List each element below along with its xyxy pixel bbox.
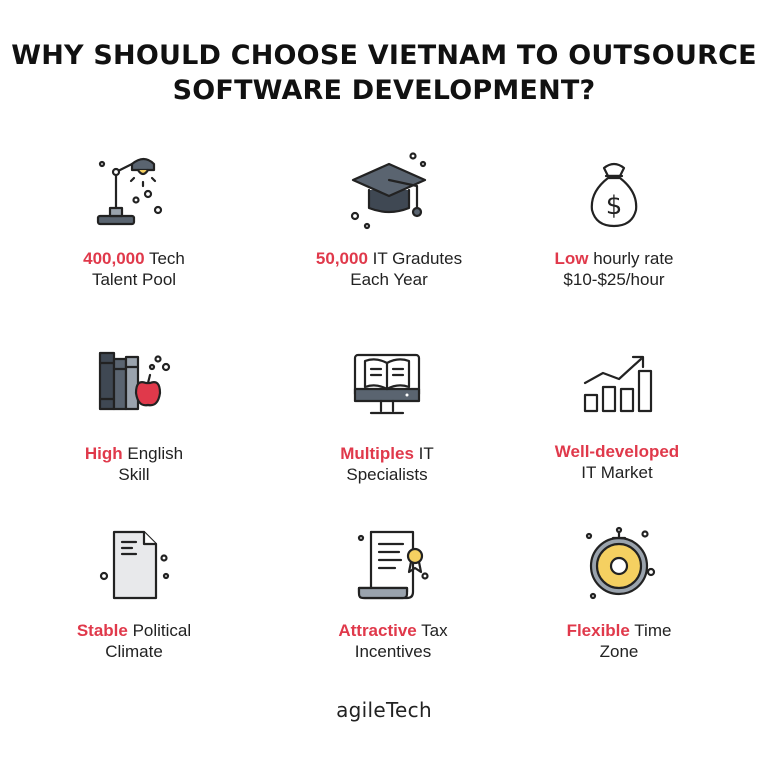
caption-highlight: Low [554,249,589,268]
certificate-scroll-icon [351,522,435,606]
caption-text: English [122,444,184,463]
caption-text: Tech [144,249,185,268]
caption-highlight: Attractive [338,621,417,640]
caption-line-2: Incentives [354,642,432,661]
caption-line-2: Zone [599,642,639,661]
clock-icon [577,522,661,606]
money-bag-icon: $ [572,150,656,234]
page-title: WHY SHOULD CHOOSE VIETNAM TO OUTSOURCE S… [0,38,768,108]
caption-text: IT [413,444,434,463]
caption-highlight: High [84,444,123,463]
brand-agile: agile [336,698,386,722]
computer-book-icon [345,345,429,429]
caption-line-2: Specialists [346,465,428,484]
caption-highlight: 400,000 [83,249,145,268]
caption-line-2: Skill [118,465,150,484]
svg-text:$: $ [606,191,623,221]
growth-chart-icon [575,345,659,429]
caption-highlight: Well-developed [554,442,680,461]
brand-tech: Tech [385,698,432,722]
caption-highlight: Stable [76,621,128,640]
books-apple-icon [92,345,176,429]
caption-text: Political [127,621,192,640]
caption-highlight: Flexible [566,621,630,640]
caption-line-2: Climate [105,642,163,661]
title-line-2: SOFTWARE DEVELOPMENT? [172,75,596,106]
caption-line-2: IT Market [581,463,653,482]
caption-line-2: $10-$25/hour [563,270,665,289]
document-icon [92,522,176,606]
caption-text: Tax [416,621,448,640]
caption-text: IT Gradutes [367,249,463,268]
caption-text: Time [629,621,672,640]
graduation-cap-icon [347,150,431,234]
caption-line-2: Talent Pool [91,270,177,289]
caption-highlight: Multiples [340,444,414,463]
brand-logo: agileTech [0,698,768,722]
caption-highlight: 50,000 [315,249,368,268]
caption-line-2: Each Year [350,270,428,289]
title-line-1: WHY SHOULD CHOOSE VIETNAM TO OUTSOURCE [11,40,757,71]
caption-text: hourly rate [588,249,674,268]
desk-lamp-icon [92,150,176,234]
